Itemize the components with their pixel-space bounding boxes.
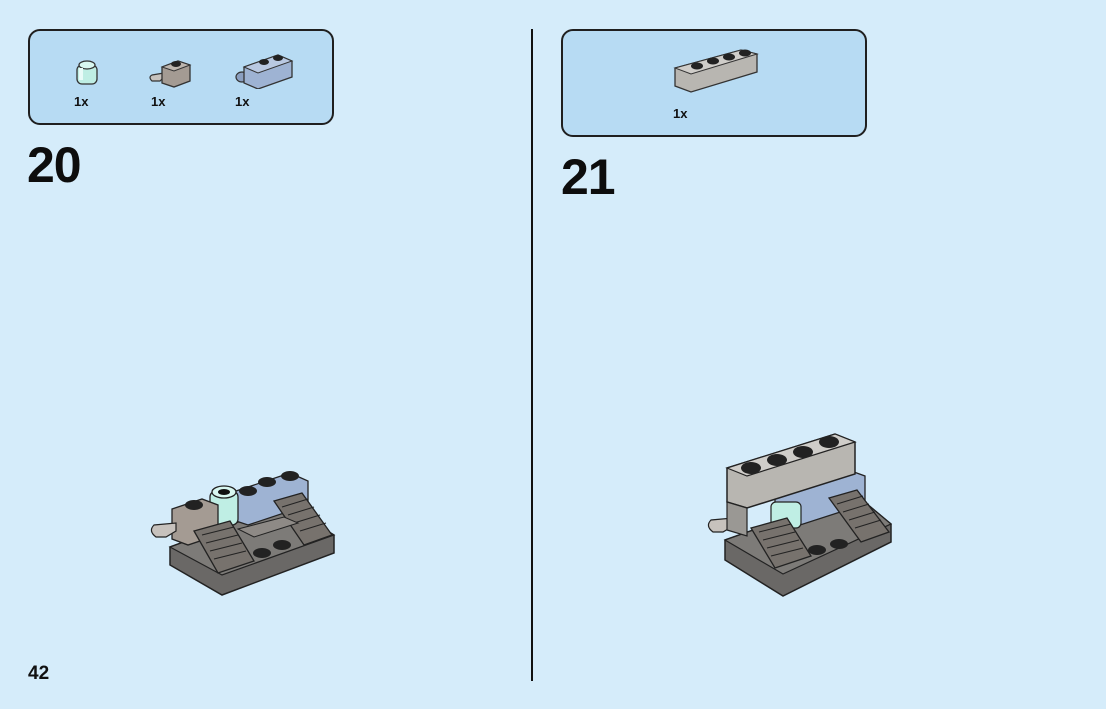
step-number: 21	[561, 149, 616, 205]
page-number: 42	[28, 663, 50, 684]
grey-brick-1x4-icon	[673, 49, 759, 93]
parts-callout-step-20: 1x 1x 1x	[28, 29, 334, 125]
part-quantity: 1x	[235, 94, 250, 109]
clip-brick-icon	[149, 60, 192, 88]
page-divider	[531, 29, 533, 681]
part-quantity: 1x	[673, 106, 688, 121]
parts-callout-step-21: 1x	[561, 29, 867, 137]
step-number: 20	[27, 137, 82, 193]
part-quantity: 1x	[151, 94, 166, 109]
sand-blue-brick-icon	[235, 54, 294, 89]
assembly-step-20-illustration	[150, 471, 336, 596]
transparent-round-brick-icon	[76, 60, 98, 85]
assembly-step-21-illustration	[707, 433, 893, 597]
part-quantity: 1x	[74, 94, 89, 109]
